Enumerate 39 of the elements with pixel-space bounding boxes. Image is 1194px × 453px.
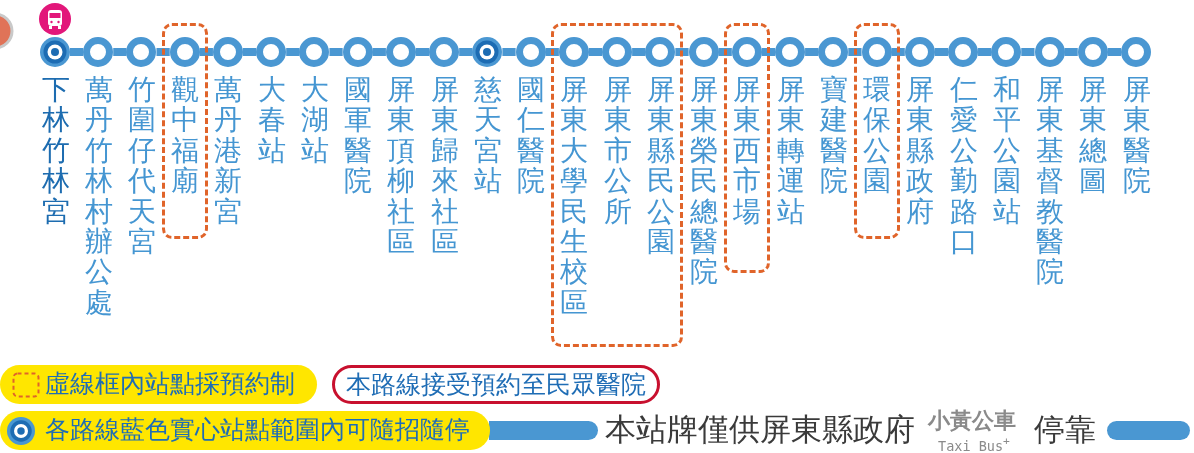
- station-name: 屏東市公所: [603, 75, 633, 228]
- station-name: 屏東轉運站: [776, 75, 806, 228]
- station-name: 屏東歸來社區: [430, 75, 460, 258]
- notice-label: 本路線接受預約至民眾醫院: [332, 365, 660, 404]
- notice-text: 停靠: [1034, 411, 1096, 447]
- station-name: 國軍醫院: [343, 75, 373, 197]
- station-name: 竹圍仔代天宮: [127, 75, 157, 258]
- station-name: 環保公園: [862, 75, 892, 197]
- notice-text: 本站牌僅供屏東縣政府: [605, 411, 915, 447]
- station-name: 屏東縣政府: [905, 75, 935, 228]
- station-name: 屏東縣民公園: [646, 75, 676, 258]
- station-name: 和平公園站: [992, 75, 1022, 228]
- station-name: 慈天宮站: [473, 75, 503, 197]
- station-name: 國仁醫院: [516, 75, 546, 197]
- station-name: 下林竹林宮: [41, 75, 70, 228]
- station-name: 屏東頂柳社區: [386, 75, 416, 258]
- legend-text: 各路線藍色實心站點範圍內可隨招隨停: [45, 415, 470, 444]
- legend-text: 虛線框內站點採預約制: [45, 369, 295, 398]
- route-bar: [489, 421, 598, 440]
- station-name: 大湖站: [300, 75, 330, 167]
- route-bar: [1107, 421, 1190, 440]
- station-name: 仁愛公勤路口: [949, 75, 979, 258]
- station-name: 大春站: [257, 75, 287, 167]
- dashed-frame: [723, 23, 770, 273]
- station-name: 屏東基督教醫院: [1035, 75, 1065, 288]
- station-name: 屏東榮民總醫院: [689, 75, 719, 288]
- dashed-frame: [550, 23, 684, 347]
- station-name: 屏東醫院: [1122, 75, 1151, 197]
- station-name: 寶建醫院: [819, 75, 849, 197]
- station-name: 屏東總圖: [1078, 75, 1108, 197]
- station-name: 屏東西市場: [732, 75, 762, 228]
- dashed-frame: [853, 23, 900, 239]
- station-name: 觀中福廟: [170, 75, 200, 197]
- station-name: 萬丹港新宮: [213, 75, 243, 228]
- service-name: 小黃公車: [928, 409, 1016, 433]
- station-name: 萬丹竹林村辦公處: [84, 75, 114, 319]
- service-subtitle: Taxi Bus$^{+}$: [938, 434, 1010, 453]
- station-name: 屏東大學民生校區: [559, 75, 589, 319]
- dashed-frame: [161, 23, 208, 239]
